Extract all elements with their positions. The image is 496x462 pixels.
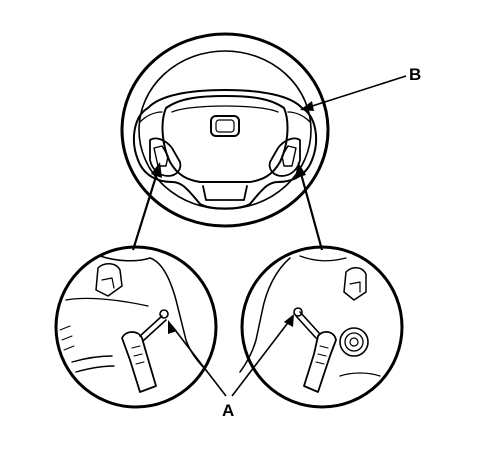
airbag-seam <box>171 105 279 113</box>
connector-center <box>349 337 359 347</box>
lower-spoke <box>202 185 248 201</box>
left-inset-circle <box>54 245 218 409</box>
left-screwdriver-handle <box>121 331 157 393</box>
callout-label-b: B <box>409 65 421 84</box>
left-screwdriver-grip <box>131 345 145 365</box>
left-inset-detail <box>54 245 218 409</box>
left-inset-clip-detail <box>101 277 115 289</box>
wheel-rim-outer <box>120 32 330 228</box>
wheel-hub <box>132 89 318 210</box>
right-screwdriver-shaft <box>295 311 321 339</box>
right-screw-icon <box>293 307 303 317</box>
left-inset-hatch <box>59 325 75 351</box>
callout-b-arrowhead <box>300 101 314 111</box>
callout-label-a: A <box>222 401 234 420</box>
right-inset-detail <box>239 245 404 409</box>
callouts <box>168 75 407 397</box>
left-switch <box>153 145 169 167</box>
arrows <box>131 162 324 251</box>
right-switch-panel <box>268 137 301 177</box>
right-screwdriver-handle <box>303 331 337 393</box>
callout-a-leader-right <box>231 319 291 397</box>
right-inset-trim <box>239 257 291 373</box>
connector-icon <box>339 327 369 357</box>
right-spoke-accent <box>287 111 311 123</box>
right-switch <box>281 145 297 167</box>
left-inset-trim <box>99 255 207 371</box>
callout-a-arrowhead-left <box>168 320 177 334</box>
left-inset-clip <box>95 263 123 297</box>
emblem-inner <box>215 119 235 133</box>
left-screwdriver-shaft <box>139 315 167 341</box>
callout-b-leader <box>305 75 407 109</box>
left-arrow-head <box>151 162 162 178</box>
right-arrow-shaft <box>298 169 324 251</box>
right-inset-clip <box>343 267 367 301</box>
right-inset-clip-detail <box>349 281 361 293</box>
airbag-module <box>161 95 289 183</box>
right-inset-circle <box>240 245 404 409</box>
steering-wheel <box>120 32 330 228</box>
right-screwdriver-grip <box>315 345 329 365</box>
callout-a-leader-left <box>171 325 227 397</box>
left-inset-trim-2 <box>65 297 149 307</box>
right-inset-lower <box>339 372 381 377</box>
right-arrow-head <box>295 162 306 178</box>
left-screw-icon <box>159 309 169 319</box>
emblem-icon <box>210 115 240 137</box>
left-spoke-accent <box>139 111 163 123</box>
connector-ring <box>344 332 364 352</box>
right-inset-trim-2 <box>299 255 347 262</box>
left-arrow-shaft <box>131 169 160 251</box>
left-inset-lower-trim <box>71 355 115 373</box>
wheel-rim-inner <box>138 50 312 210</box>
callout-a-arrowhead-right <box>284 314 294 327</box>
